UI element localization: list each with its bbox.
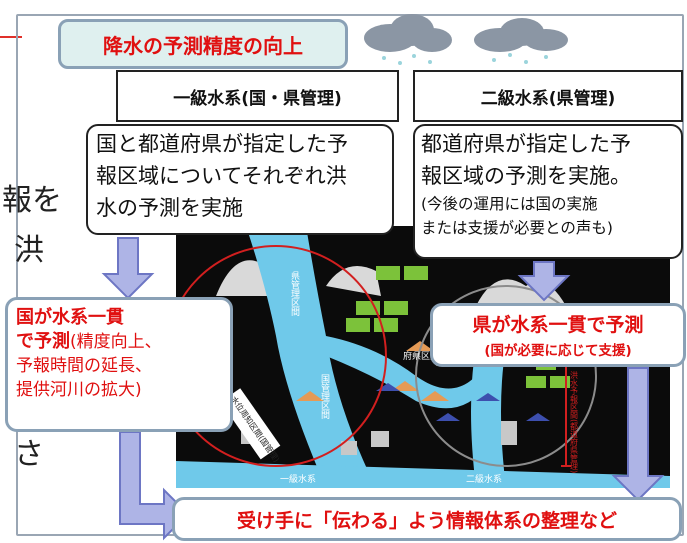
red-accent-line: [0, 36, 22, 38]
header-class1: 一級水系(国・県管理): [116, 70, 399, 122]
background-text-fragment: 洪: [14, 233, 44, 268]
box-prefecture-forecast: 県が水系一貫で予測 (国が必要に応じて支援): [430, 303, 686, 367]
down-arrow-icon: [611, 367, 665, 502]
map-label-upstream-section: 県管理区間: [289, 271, 300, 317]
down-arrow-icon: [101, 237, 155, 300]
map-label-national-section: 国管理区間: [319, 374, 330, 420]
callout-class1: 国と都道府県が指定した予 報区域についてそれぞれ洪 水の予測を実施: [86, 124, 394, 235]
box-national-forecast: 国が水系一貫 で予測(精度向上、 予報時間の延長、 提供河川の拡大): [5, 297, 233, 432]
map-label-class1: 一級水系: [280, 473, 316, 485]
background-text-fragment: さ: [14, 437, 44, 472]
background-text-fragment: 報を: [2, 183, 62, 218]
rain-cloud-icon: [364, 14, 568, 65]
map-label-class2: 二級水系: [466, 473, 502, 485]
down-arrow-icon: [517, 261, 571, 302]
callout-class2: 都道府県が指定した予 報区域の予測を実施。 (今後の運用には国の実施 または支援…: [413, 124, 683, 259]
box-information-system: 受け手に「伝わる」よう情報体系の整理など: [172, 497, 682, 541]
map-label-flood-section: 洪水予報区間(都道府県管理): [570, 370, 579, 473]
page-title: 降水の予測精度の向上: [58, 19, 348, 69]
header-class2: 二級水系(県管理): [413, 70, 683, 122]
